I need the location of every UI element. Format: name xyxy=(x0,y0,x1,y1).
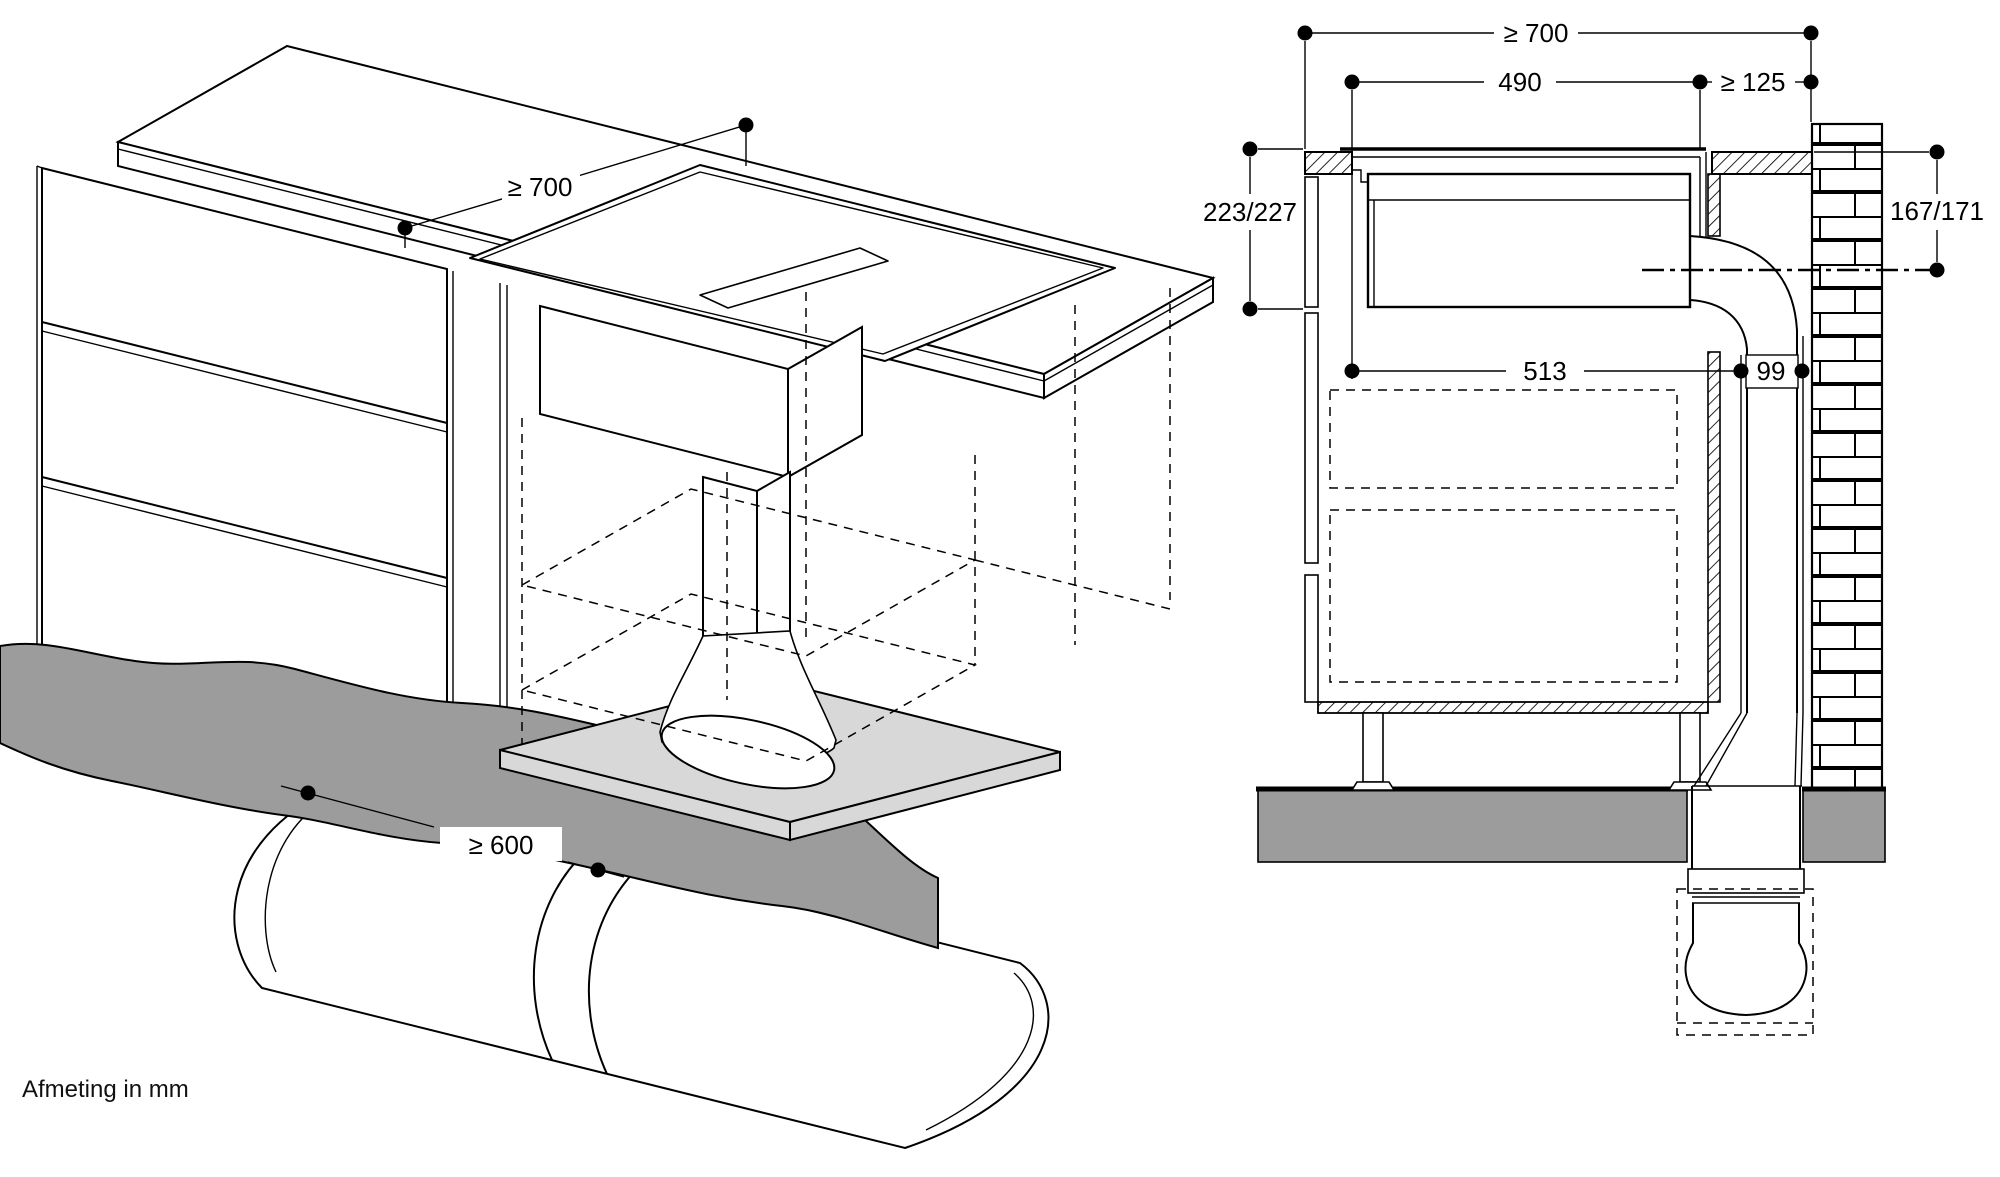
worktop-left-block xyxy=(1304,151,1353,175)
cabinet-interior-wireframe xyxy=(520,288,1171,762)
dim-label-cutout-width: 490 xyxy=(1498,67,1541,97)
pipe-body xyxy=(233,788,1050,1150)
cabinet-base xyxy=(1317,701,1713,791)
pipe-connection-opening xyxy=(660,714,836,790)
elbow-outer xyxy=(1689,235,1798,713)
dimension-rear-clearance: ≥ 125 xyxy=(1700,67,1819,97)
cabinet-back-panel xyxy=(1707,173,1721,703)
vent-channel xyxy=(1699,152,1707,238)
floor-slab xyxy=(1256,786,1886,863)
dim-label-rear-clearance: ≥ 125 xyxy=(1721,67,1786,97)
dim-label-appliance-height: 223/227 xyxy=(1203,197,1297,227)
vent-slot xyxy=(699,247,889,309)
wall xyxy=(1810,122,1884,792)
section-view: ≥ 700 490 ≥ 125 223/227 xyxy=(1203,18,1984,1036)
pipe-clamp xyxy=(532,851,586,1061)
cabinet-front-panels xyxy=(1304,176,1319,703)
duct-base-plate xyxy=(499,630,1061,842)
worktop-right-block xyxy=(1711,151,1813,175)
hob-body xyxy=(1366,172,1692,309)
clearance-outline xyxy=(1676,888,1814,1036)
downdraft-duct xyxy=(702,470,791,652)
dimension-duct-width: 99 xyxy=(1733,354,1810,389)
dim-label-section-depth: ≥ 700 xyxy=(1504,18,1569,48)
hob-body-front xyxy=(539,304,789,479)
dimension-outlet-offset: 167/171 xyxy=(1814,144,1984,278)
dimension-section-depth: ≥ 700 xyxy=(1297,18,1819,149)
pipe-end-below-floor xyxy=(1684,903,1808,1017)
cabinet-leg xyxy=(1679,712,1701,783)
glass-left-rebate xyxy=(1351,157,1368,183)
isometric-view: ≥ 700 ≥ 600 xyxy=(0,44,1216,1150)
hob-glass-outline xyxy=(469,164,1116,362)
elbow-inner xyxy=(1689,299,1748,713)
dimension-appliance-depth: 513 xyxy=(1344,356,1749,386)
duct-front xyxy=(702,475,758,652)
drawer-outlines xyxy=(1329,389,1678,683)
dim-label-iso-depth: ≥ 700 xyxy=(508,172,573,202)
cabinet-bottom xyxy=(1317,701,1709,714)
dim-label-outlet-offset: 167/171 xyxy=(1890,196,1984,226)
cabinet-leg xyxy=(1362,712,1384,783)
dim-label-appliance-depth: 513 xyxy=(1523,356,1566,386)
hob-glass-panel xyxy=(469,164,1116,362)
worktop-section xyxy=(1304,147,1813,238)
hob-body-side xyxy=(787,325,863,479)
duct-side xyxy=(756,470,791,652)
dim-label-duct-run: ≥ 600 xyxy=(469,830,534,860)
duct-elbow-section xyxy=(1689,235,1804,713)
duct-floor-transition xyxy=(1676,712,1814,1036)
dimension-appliance-height: 223/227 xyxy=(1203,141,1303,317)
brick-wall xyxy=(1810,122,1884,792)
dimension-cutout-width: 490 xyxy=(1344,67,1708,379)
hob-body-section xyxy=(1366,172,1692,309)
dim-label-duct-width: 99 xyxy=(1757,356,1786,386)
dimension-duct-run: ≥ 600 xyxy=(280,785,625,878)
pipe-right-opening xyxy=(925,972,1035,1131)
drawer-gaps xyxy=(41,321,448,588)
floor-cutaway-band xyxy=(0,642,939,950)
dimension-worktop-depth-iso: ≥ 700 xyxy=(397,117,754,248)
footer-note: Afmeting in mm xyxy=(22,1076,189,1103)
